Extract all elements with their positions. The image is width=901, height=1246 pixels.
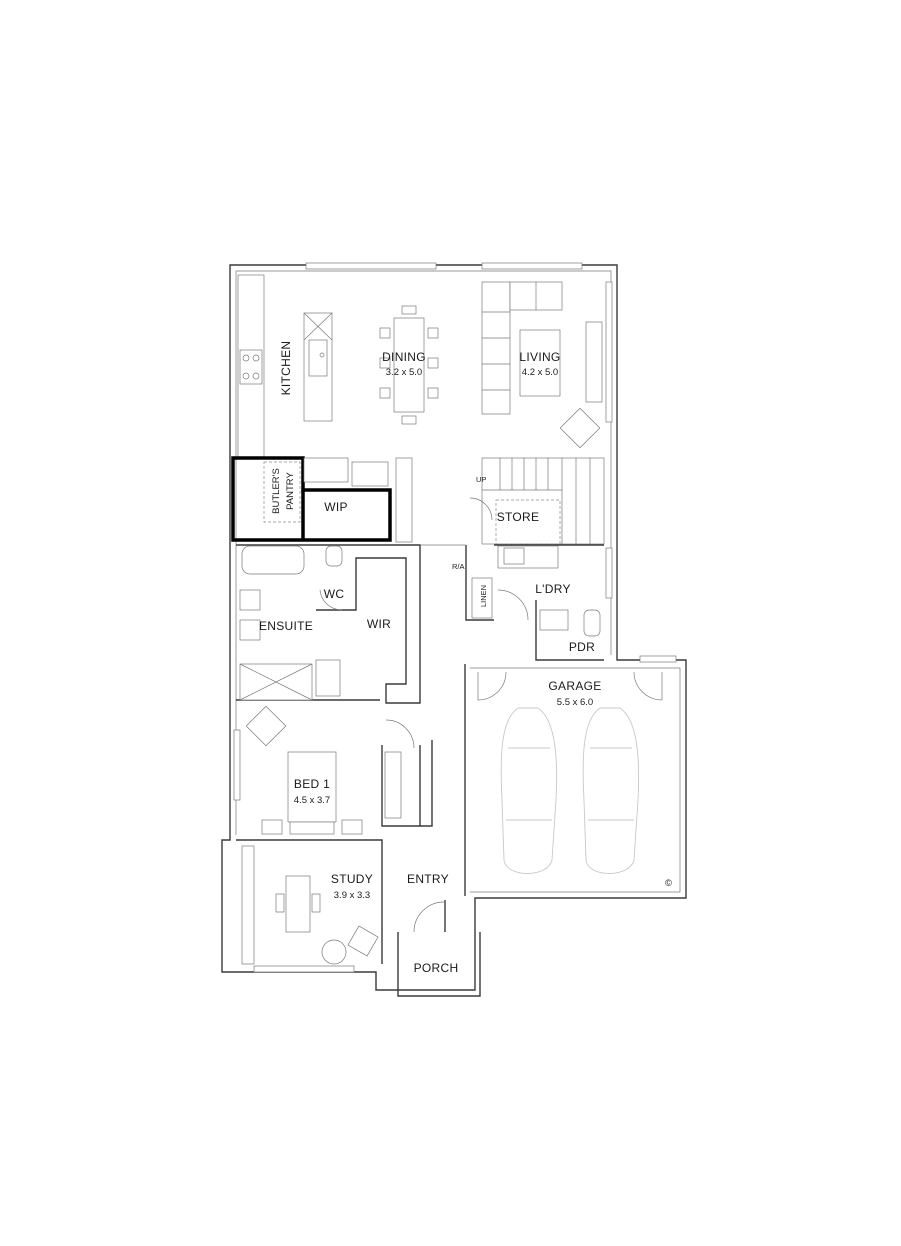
label-store: STORE (497, 510, 540, 524)
living-furniture (481, 281, 603, 449)
study-desk (285, 875, 311, 933)
interior-walls (236, 544, 604, 964)
label-bed1-size: 4.5 x 3.7 (294, 795, 330, 806)
sink-icon (308, 339, 328, 377)
label-kitchen: KITCHEN (279, 341, 293, 396)
exterior-walls (221, 262, 687, 997)
cooktop-icon (239, 349, 263, 385)
coffee-table (519, 329, 561, 397)
label-wc: WC (324, 587, 345, 601)
armchair-icon (245, 705, 287, 747)
sofa-icon (481, 281, 511, 415)
label-dining: DINING (382, 350, 426, 364)
label-garage-size: 5.5 x 6.0 (557, 697, 593, 708)
pdr-basin (539, 609, 569, 631)
butlers-pantry-wip (231, 456, 413, 543)
toilet-icon (325, 545, 343, 567)
label-study-size: 3.9 x 3.3 (334, 890, 370, 901)
laundry-fixtures (471, 545, 601, 637)
desk-icon (315, 659, 341, 697)
label-ra: R/A (452, 562, 465, 571)
pdr-toilet (583, 609, 601, 637)
label-study: STUDY (331, 872, 373, 886)
vanity-basin-2 (239, 619, 261, 641)
dining-table (379, 305, 439, 425)
kitchen-island (303, 312, 333, 422)
robe-icon (384, 751, 402, 819)
linen-cupboard (471, 577, 493, 619)
label-dining-size: 3.2 x 5.0 (386, 367, 422, 378)
bath-icon (241, 545, 305, 575)
room-labels: KITCHEN DINING 3.2 x 5.0 LIVING 4.2 x 5.… (259, 341, 672, 975)
label-linen: LINEN (479, 585, 488, 607)
label-living: LIVING (519, 350, 560, 364)
vanity-basin-1 (239, 589, 261, 611)
copyright-mark: © (665, 878, 672, 889)
label-porch: PORCH (414, 961, 459, 975)
label-bed1: BED 1 (294, 777, 330, 791)
kitchen-area (237, 274, 333, 458)
label-living-size: 4.2 x 5.0 (522, 367, 558, 378)
ensuite-fixtures (239, 545, 343, 701)
garage-cars (500, 707, 640, 874)
label-entry: ENTRY (407, 872, 449, 886)
label-wip: WIP (324, 500, 348, 514)
label-ensuite: ENSUITE (259, 619, 313, 633)
label-garage: GARAGE (548, 679, 601, 693)
label-stair-up: UP (476, 475, 486, 484)
door-swings (319, 497, 663, 933)
staircase (481, 457, 605, 545)
label-wir: WIR (367, 617, 391, 631)
bed-icon (287, 751, 337, 823)
label-butlers-1: BUTLER'S (271, 468, 282, 514)
bed1-furniture (245, 705, 402, 835)
label-pdr: PDR (569, 640, 595, 654)
study-furniture (241, 845, 379, 965)
label-ldry: L'DRY (535, 582, 571, 596)
label-butlers-2: PANTRY (285, 472, 296, 510)
tv-unit (585, 321, 603, 403)
armchair-icon (559, 407, 601, 449)
chair-icon (321, 939, 347, 965)
